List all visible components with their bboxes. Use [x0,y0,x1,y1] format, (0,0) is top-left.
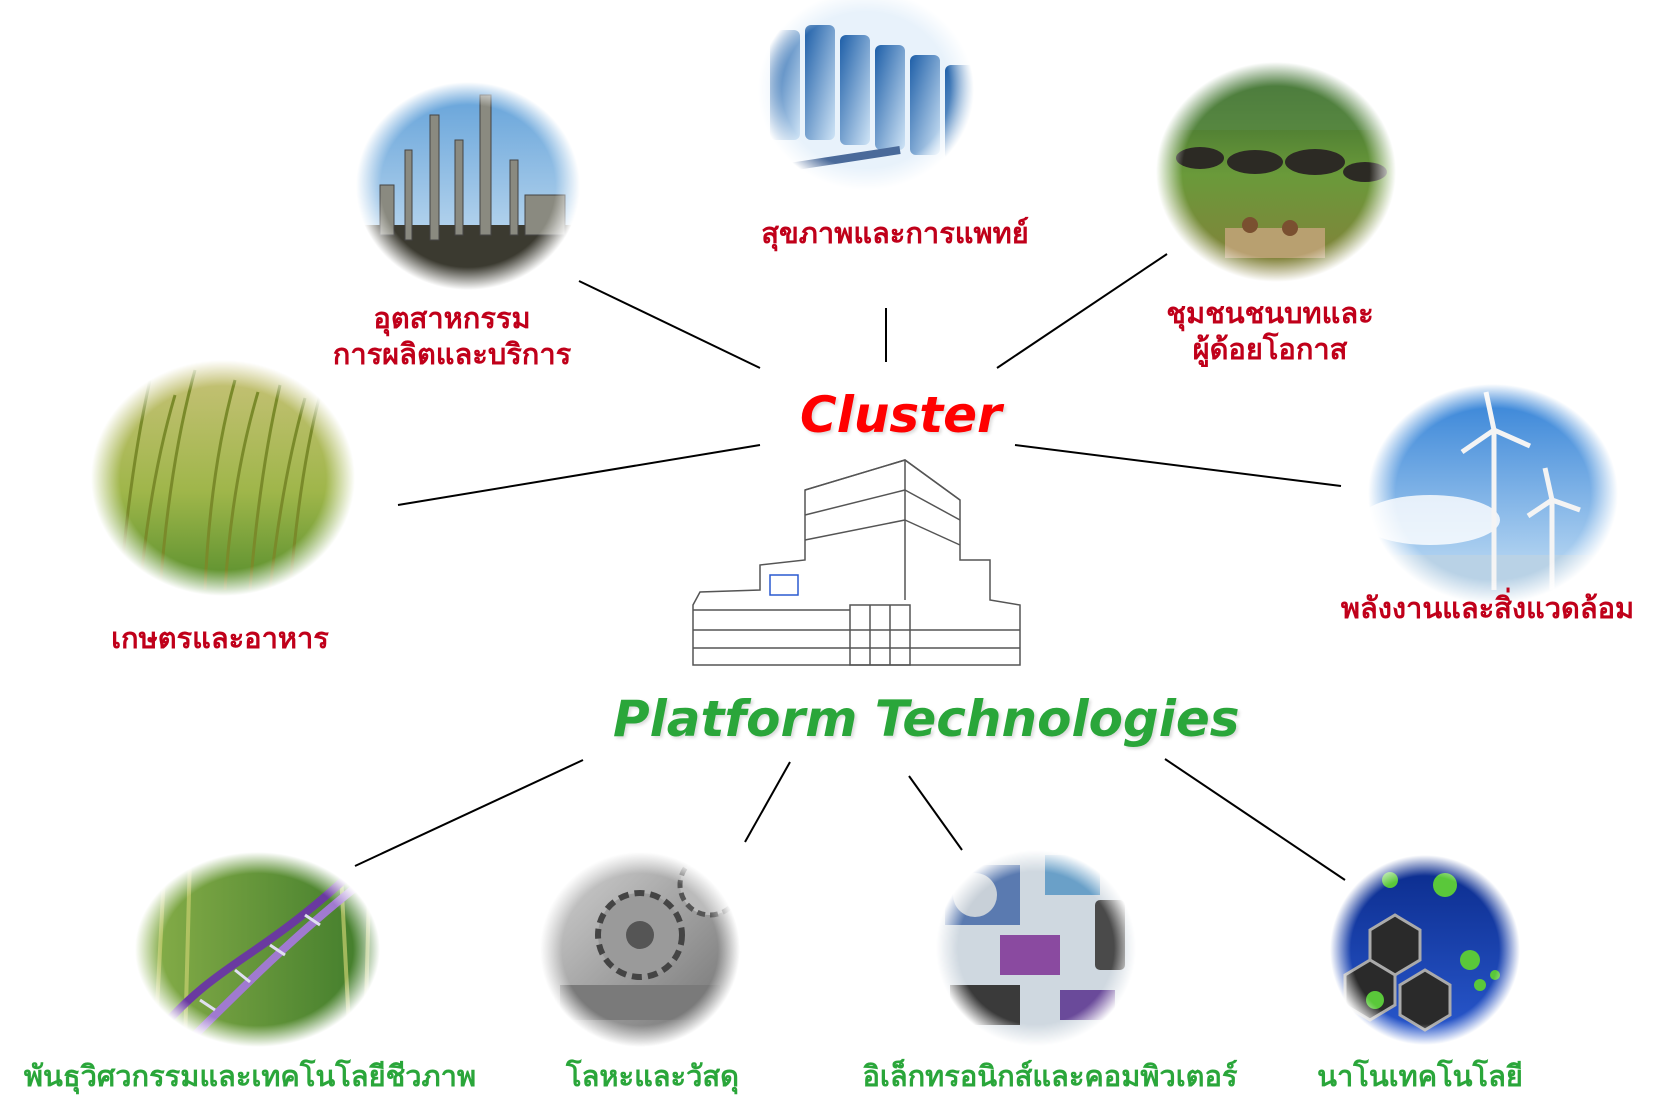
cluster-title: Cluster [800,386,1002,444]
platform-label-electronics: อิเล็กทรอนิกส์และคอมพิวเตอร์ [862,1059,1238,1093]
electronics-collage-photo [935,850,1140,1050]
connector-materials [744,761,791,843]
cluster-label-agriculture-line1: เกษตรและอาหาร [111,621,329,655]
platform-label-materials: โลหะและวัสดุ [566,1059,739,1093]
cluster-label-rural-line1: ชุมชนชนบทและ [1166,296,1374,330]
cluster-label-industry-line2: การผลิตและบริการ [332,337,572,372]
cluster-label-health-line1: สุขภาพและการแพทย์ [761,216,1029,250]
cluster-label-industry-line1: อุตสาหกรรม [373,301,531,335]
platform-label-nanotech: นาโนเทคโนโลยี [1317,1059,1523,1093]
nano-molecules-photo [1330,855,1520,1045]
wind-turbines-photo [1360,384,1625,605]
institute-building-sketch [692,459,1021,666]
dna-helix-photo [135,852,380,1047]
connector-industry [578,280,761,369]
connector-rural [996,253,1168,369]
cluster-label-energy-line1: พลังงานและสิ่งแวดล้อม [1340,591,1635,625]
connector-lines [354,253,1346,881]
platform-technologies-title: Platform Technologies [613,690,1240,748]
connector-agriculture [397,444,761,506]
vaccine-vials-photo [750,0,985,195]
platform-label-biotech: พันธุวิศวกรรมและเทคโนโลยีชีวภาพ [23,1059,477,1093]
cluster-label-health: สุขภาพและการแพทย์ [745,215,1045,251]
connector-biotech [354,759,584,867]
gears-photo [540,852,743,1047]
cluster-label-rural: ชุมชนชนบทและ ผู้ด้อยโอกาส [1145,295,1395,368]
connector-electronics [908,775,963,851]
refinery-photo [350,80,590,295]
connector-nano [1164,758,1346,881]
connector-energy [1014,444,1342,487]
cluster-label-agriculture: เกษตรและอาหาร [80,620,360,656]
rice-field-photo [90,360,360,600]
cluster-label-industry: อุตสาหกรรม การผลิตและบริการ [322,300,582,373]
cluster-label-rural-line2: ผู้ด้อยโอกาส [1192,332,1348,367]
cluster-label-energy: พลังงานและสิ่งแวดล้อม [1320,590,1655,626]
buffalo-field-photo [1150,60,1405,290]
